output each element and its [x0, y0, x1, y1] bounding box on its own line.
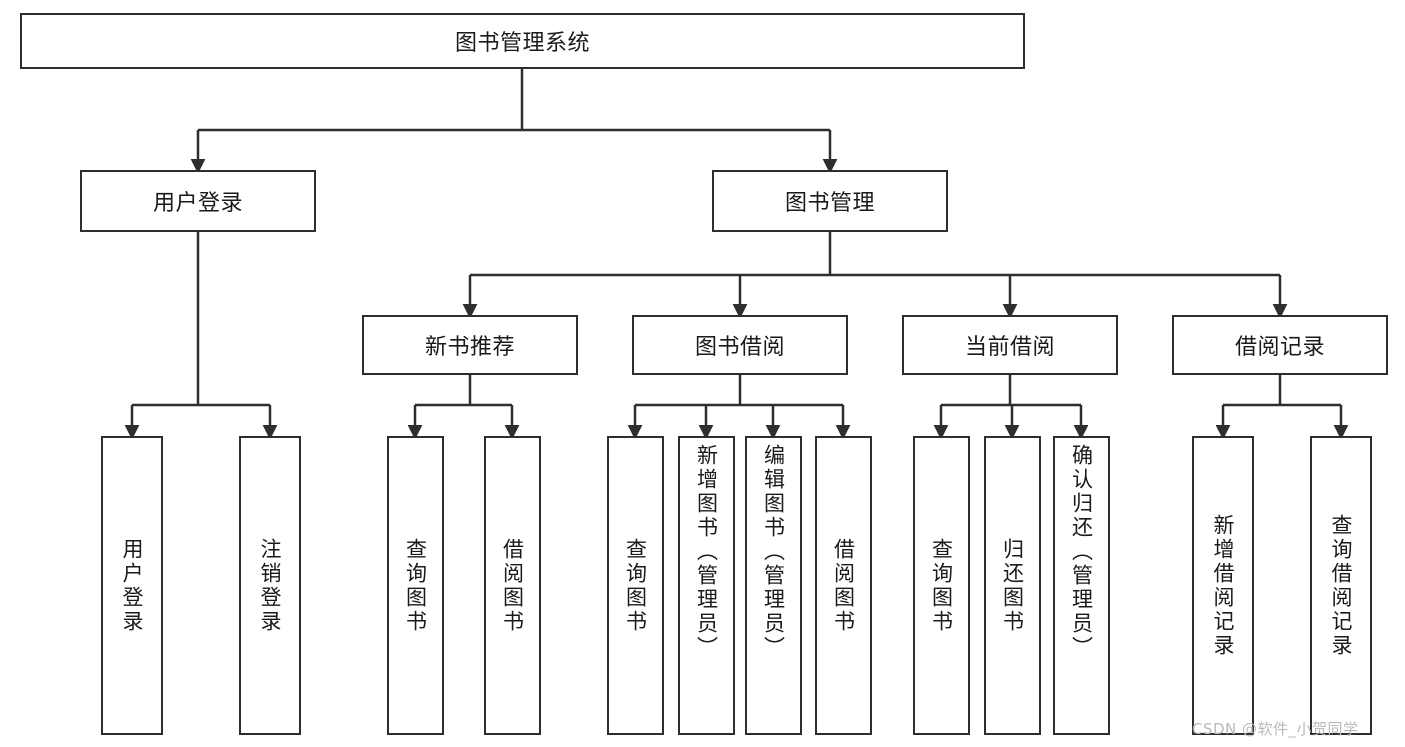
node-label: 新增图书（管理员）: [694, 444, 719, 660]
node-label: 注销登录: [258, 537, 282, 634]
node-label: 新书推荐: [424, 335, 515, 360]
node-label: 借阅记录: [1234, 335, 1325, 360]
node-leaf-9[interactable]: 归还图书: [984, 436, 1041, 735]
node-label: 借阅图书: [500, 537, 525, 634]
node-label: 查询图书: [929, 537, 954, 634]
node-leaf-5[interactable]: 新增图书（管理员）: [678, 436, 735, 735]
node-level2-0[interactable]: 用户登录: [80, 170, 316, 232]
node-label: 编辑图书（管理员）: [761, 444, 786, 660]
node-label: 图书借阅: [694, 335, 785, 360]
node-leaf-8[interactable]: 查询图书: [913, 436, 970, 735]
node-level3-2[interactable]: 当前借阅: [902, 315, 1118, 375]
node-leaf-10[interactable]: 确认归还（管理员）: [1053, 436, 1110, 735]
node-label: 查询图书: [623, 537, 648, 634]
node-leaf-0[interactable]: 用户登录: [101, 436, 163, 735]
node-label: 确认归还（管理员）: [1069, 444, 1094, 660]
node-leaf-2[interactable]: 查询图书: [387, 436, 444, 735]
node-label: 图书管理系统: [454, 31, 590, 56]
node-label: 图书管理: [784, 191, 875, 216]
node-label: 借阅图书: [831, 537, 856, 634]
node-label: 查询图书: [403, 537, 428, 634]
node-level3-3[interactable]: 借阅记录: [1172, 315, 1388, 375]
node-label: 归还图书: [1000, 537, 1025, 634]
node-leaf-7[interactable]: 借阅图书: [815, 436, 872, 735]
node-leaf-4[interactable]: 查询图书: [607, 436, 664, 735]
node-level3-0[interactable]: 新书推荐: [362, 315, 578, 375]
node-label: 新增借阅记录: [1211, 513, 1235, 658]
node-leaf-6[interactable]: 编辑图书（管理员）: [745, 436, 802, 735]
node-leaf-11[interactable]: 新增借阅记录: [1192, 436, 1254, 735]
csdn-watermark: CSDN @软件_小贺同学: [1192, 720, 1359, 738]
node-label: 用户登录: [120, 537, 144, 634]
node-root-system[interactable]: 图书管理系统: [20, 13, 1025, 69]
node-label: 查询借阅记录: [1329, 513, 1353, 658]
node-leaf-3[interactable]: 借阅图书: [484, 436, 541, 735]
node-leaf-1[interactable]: 注销登录: [239, 436, 301, 735]
node-label: 当前借阅: [964, 335, 1055, 360]
node-label: 用户登录: [152, 191, 243, 216]
node-leaf-12[interactable]: 查询借阅记录: [1310, 436, 1372, 735]
node-level3-1[interactable]: 图书借阅: [632, 315, 848, 375]
node-level2-1[interactable]: 图书管理: [712, 170, 948, 232]
